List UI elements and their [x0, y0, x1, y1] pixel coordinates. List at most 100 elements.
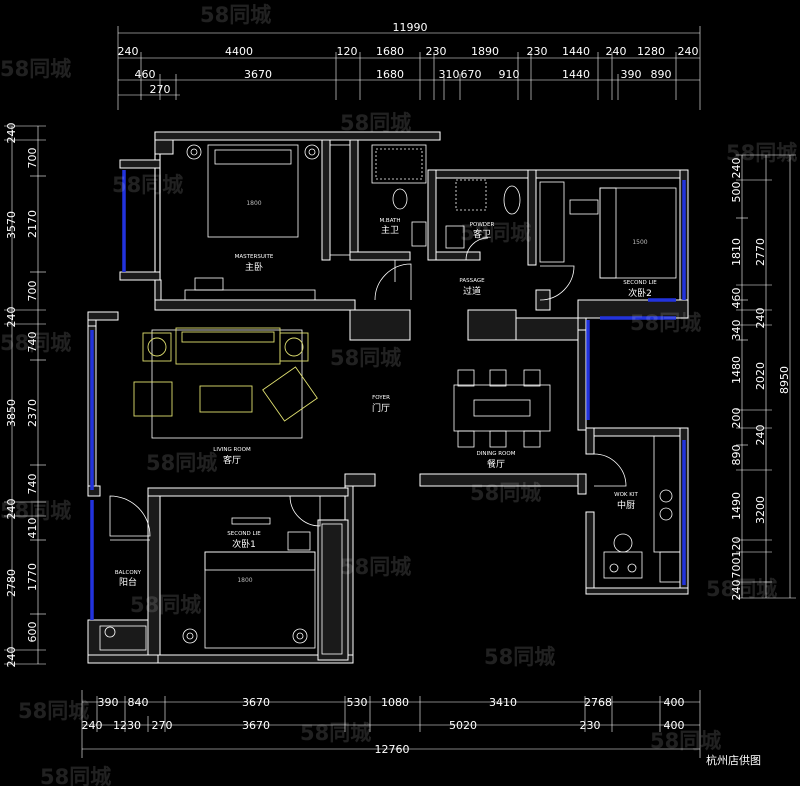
dining-label-en: DINING ROOM: [477, 451, 516, 457]
living-label-cn: 客厅: [223, 454, 241, 466]
dim-top-1: 240: [118, 45, 139, 58]
second2-bed-size: 1500: [632, 239, 647, 246]
dining-label-cn: 餐厅: [487, 458, 505, 470]
dim-left-in-5: 2370: [26, 399, 39, 427]
watermark: 58同城: [630, 311, 701, 335]
dim-right-4: 460: [730, 288, 743, 309]
dim-top3-1: 270: [150, 83, 171, 96]
dim-top-2: 4400: [225, 45, 253, 58]
dim-right-mid-2: 240: [754, 308, 767, 329]
balcony-label-en: BALCONY: [115, 570, 142, 576]
dim-right-total: 8950: [778, 366, 791, 394]
dim-top2-2: 3670: [244, 68, 272, 81]
dim-bot2-2: 1230: [113, 719, 141, 732]
watermark: 58同城: [460, 221, 531, 245]
dim-right-mid-3: 2020: [754, 362, 767, 390]
second2-label-cn: 次卧2: [628, 287, 652, 299]
dim-right-11: 700: [730, 558, 743, 579]
dim-top-8: 1440: [562, 45, 590, 58]
master-bed-size: 1800: [246, 200, 261, 207]
watermark: 58同城: [650, 729, 721, 753]
dim-right-8: 890: [730, 445, 743, 466]
dim-right-1: 240: [730, 158, 743, 179]
watermark: 58同城: [340, 555, 411, 579]
dim-top-4: 1680: [376, 45, 404, 58]
watermark: 58同城: [112, 173, 183, 197]
watermark: 58同城: [470, 481, 541, 505]
dim-bot-4: 530: [347, 696, 368, 709]
dim-top-9: 240: [606, 45, 627, 58]
mbath-label-en: M.BATH: [379, 218, 400, 224]
dim-top2-9: 890: [651, 68, 672, 81]
watermark: 58同城: [706, 577, 777, 601]
watermark: 58同城: [130, 593, 201, 617]
dim-left-in-8: 1770: [26, 563, 39, 591]
master-label-en: MASTERSUITE: [235, 254, 274, 260]
foyer-label-cn: 门厅: [372, 402, 390, 414]
dim-top-11: 240: [678, 45, 699, 58]
watermark: 58同城: [146, 451, 217, 475]
dim-bot-3: 3670: [242, 696, 270, 709]
dim-left-in-1: 700: [26, 148, 39, 169]
dim-right-9: 1490: [730, 492, 743, 520]
room-labels: MASTERSUITE 主卧 M.BATH 主卫 POWDER 客卫 PASSA…: [115, 218, 657, 588]
dim-left-in-7: 410: [26, 518, 39, 539]
foyer-label-en: FOYER: [372, 395, 390, 401]
dim-top-10: 1280: [637, 45, 665, 58]
kitchen-label-cn: 中厨: [617, 499, 635, 511]
second2-label-en: SECOND LIE: [623, 280, 657, 286]
master-bed: [207, 144, 299, 238]
dim-right-10: 120: [730, 537, 743, 558]
dim-top-5: 230: [426, 45, 447, 58]
dim-bot-8: 400: [664, 696, 685, 709]
dim-left-in-2: 2170: [26, 210, 39, 238]
dim-bot-1: 390: [98, 696, 119, 709]
dim-top-7: 230: [527, 45, 548, 58]
dim-top-3: 120: [337, 45, 358, 58]
watermark: 58同城: [726, 141, 797, 165]
dim-top2-7: 1440: [562, 68, 590, 81]
dim-left-6: 2780: [5, 569, 18, 597]
dim-bot2-1: 240: [82, 719, 103, 732]
dim-top2-4: 310: [439, 68, 460, 81]
dim-top2-5: 670: [461, 68, 482, 81]
dim-bot-5: 1080: [381, 696, 409, 709]
dim-top2-6: 910: [499, 68, 520, 81]
dimension-lines: 11990 240 4400 120 1680 230 1890 230 144…: [4, 21, 796, 758]
watermark: 58同城: [0, 57, 71, 81]
second1-label-cn: 次卧1: [232, 538, 256, 550]
watermark: 58同城: [0, 331, 71, 355]
dim-bottom-total: 12760: [375, 743, 410, 756]
dim-bot2-3: 270: [152, 719, 173, 732]
dim-left-2: 3570: [5, 211, 18, 239]
watermark: 58同城: [18, 699, 89, 723]
second1-label-en: SECOND LIE: [227, 531, 261, 537]
watermark: 58同城: [340, 111, 411, 135]
dim-bot-6: 3410: [489, 696, 517, 709]
passage-label-cn: 过道: [463, 285, 481, 297]
kitchen-label-en: WOK KIT: [614, 492, 638, 498]
dim-left-3: 240: [5, 307, 18, 328]
dim-right-mid-5: 3200: [754, 496, 767, 524]
dim-top-total: 11990: [393, 21, 428, 34]
dim-top-6: 1890: [471, 45, 499, 58]
master-label-cn: 主卧: [245, 261, 263, 273]
furniture: 1800 1500: [99, 144, 681, 655]
dim-right-mid-1: 2770: [754, 238, 767, 266]
dim-left-in-9: 600: [26, 622, 39, 643]
dim-right-3: 1810: [730, 238, 743, 266]
dim-left-in-6: 740: [26, 474, 39, 495]
watermark: 58同城: [330, 346, 401, 370]
powder-label-cn: 客卫: [473, 228, 491, 240]
second1-bed-size: 1800: [237, 577, 252, 584]
dim-top2-1: 460: [135, 68, 156, 81]
windows: [90, 170, 686, 620]
dim-left-in-3: 700: [26, 281, 39, 302]
dim-top2-8: 390: [621, 68, 642, 81]
dim-bot2-4: 3670: [242, 719, 270, 732]
watermark: 58同城: [484, 645, 555, 669]
dim-right-6: 1480: [730, 356, 743, 384]
dim-left-in-4: 740: [26, 332, 39, 353]
dim-bot2-5: 5020: [449, 719, 477, 732]
